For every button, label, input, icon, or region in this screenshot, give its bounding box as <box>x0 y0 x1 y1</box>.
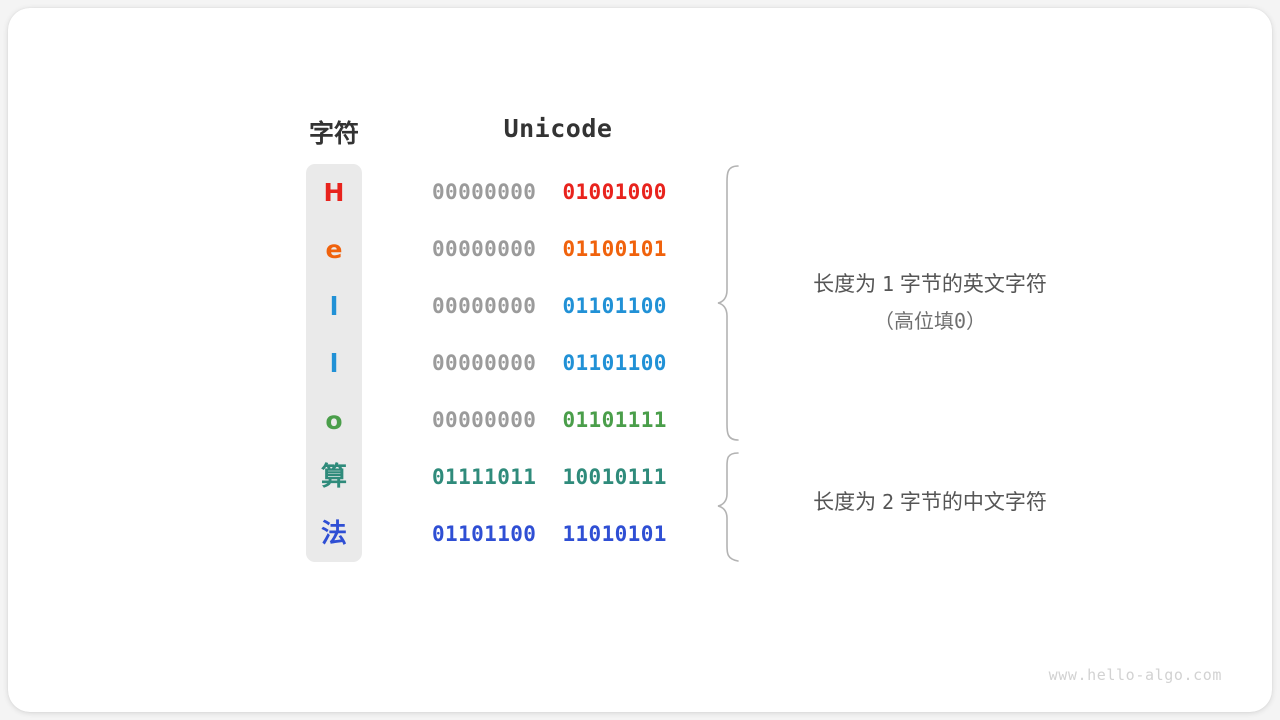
char-cell: e <box>325 235 343 264</box>
char-cell: o <box>325 406 343 435</box>
char-cell: l <box>329 349 339 378</box>
annotation-one-byte: 长度为 1 字节的英文字符 （高位填0） <box>744 266 1116 340</box>
char-column-background <box>306 164 362 562</box>
encoding-row: e 00000000 01100101 <box>0 221 1264 278</box>
char-cell: 法 <box>320 519 347 549</box>
binary-low-byte: 11010101 <box>562 522 667 546</box>
brace-one-byte-group <box>716 164 744 442</box>
encoding-row: 法 01101100 11010101 <box>0 506 1264 563</box>
encoding-row: l 00000000 01101100 <box>0 278 1264 335</box>
binary-high-byte: 00000000 <box>432 408 537 432</box>
anno2-value: 2 <box>881 490 895 514</box>
anno1-prefix: 长度为 <box>813 273 877 296</box>
anno1-sub-suffix: ） <box>966 311 987 333</box>
header-char: 字符 <box>308 120 359 148</box>
binary-high-byte: 00000000 <box>432 180 537 204</box>
binary-low-byte: 01101100 <box>562 294 667 318</box>
binary-low-byte: 10010111 <box>562 465 667 489</box>
figure-card <box>8 8 1272 712</box>
watermark: www.hello-algo.com <box>1048 666 1222 684</box>
anno1-sub-prefix: （高位填 <box>873 311 954 333</box>
anno2-suffix: 字节的中文字符 <box>899 491 1047 514</box>
binary-low-byte: 01101100 <box>562 351 667 375</box>
annotation-one-byte-line1: 长度为 1 字节的英文字符 <box>744 266 1116 303</box>
binary-high-byte: 00000000 <box>432 294 537 318</box>
encoding-row: l 00000000 01101100 <box>0 335 1264 392</box>
binary-high-byte: 01101100 <box>432 522 537 546</box>
char-cell: l <box>329 292 339 321</box>
binary-cell: 00000000 01101100 <box>432 335 684 392</box>
anno2-prefix: 长度为 <box>813 491 877 514</box>
header-unicode: Unicode <box>503 114 613 143</box>
anno1-suffix: 字节的英文字符 <box>899 273 1047 296</box>
char-cell: 算 <box>320 462 347 492</box>
encoding-row: 算 01111011 10010111 <box>0 449 1264 506</box>
char-cell: H <box>323 178 345 207</box>
binary-high-byte: 00000000 <box>432 237 537 261</box>
binary-low-byte: 01101111 <box>562 408 667 432</box>
encoding-row: H 00000000 01001000 <box>0 164 1264 221</box>
binary-low-byte: 01001000 <box>562 180 667 204</box>
binary-high-byte: 00000000 <box>432 351 537 375</box>
binary-cell: 00000000 01101100 <box>432 278 684 335</box>
anno1-sub-value: 0 <box>953 309 967 333</box>
binary-cell: 01111011 10010111 <box>432 449 684 506</box>
annotation-two-byte: 长度为 2 字节的中文字符 <box>744 484 1116 521</box>
annotation-two-byte-line1: 长度为 2 字节的中文字符 <box>744 484 1116 521</box>
brace-two-byte-group <box>716 451 744 563</box>
binary-cell: 00000000 01101111 <box>432 392 684 449</box>
binary-cell: 00000000 01100101 <box>432 221 684 278</box>
binary-cell: 00000000 01001000 <box>432 164 684 221</box>
binary-low-byte: 01100101 <box>562 237 667 261</box>
encoding-row: o 00000000 01101111 <box>0 392 1264 449</box>
annotation-one-byte-line2: （高位填0） <box>744 303 1116 340</box>
binary-high-byte: 01111011 <box>432 465 537 489</box>
binary-cell: 01101100 11010101 <box>432 506 684 563</box>
anno1-value: 1 <box>881 272 895 296</box>
